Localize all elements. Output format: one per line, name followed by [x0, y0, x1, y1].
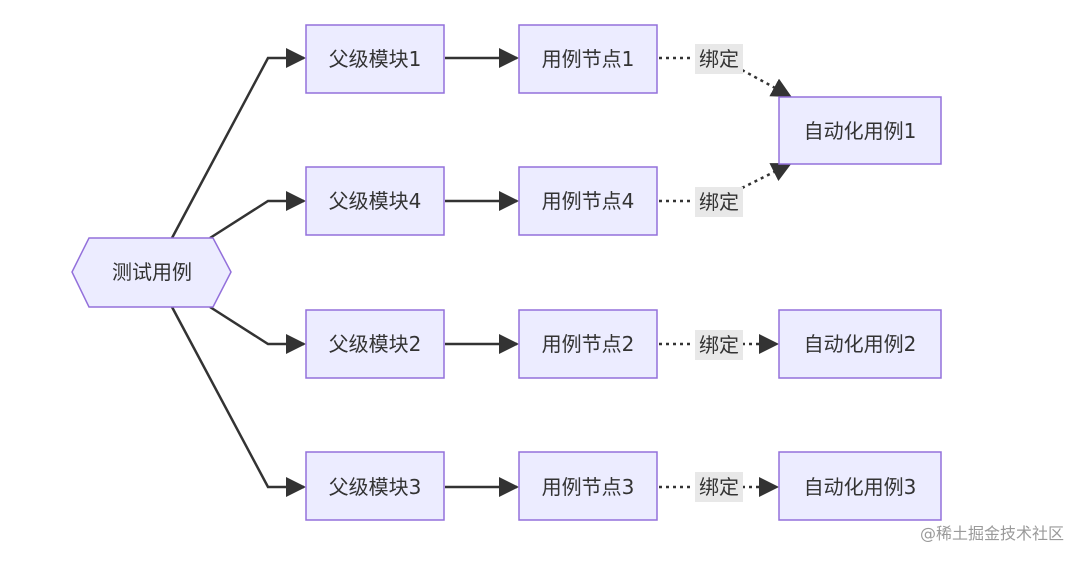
edge-label-bind-2: 绑定: [695, 330, 743, 360]
root-label: 测试用例: [112, 260, 192, 284]
module-label-2: 父级模块2: [329, 332, 422, 356]
dotted-edge-bind1-case1: [741, 68, 792, 98]
auto-case-node-2: 自动化用例2: [778, 309, 942, 379]
dotted-edge-bind4-case1: [741, 162, 792, 190]
case-node-3: 用例节点3: [518, 451, 658, 521]
auto-case-label-3: 自动化用例3: [804, 475, 917, 499]
module-label-1: 父级模块1: [329, 47, 422, 71]
bind-label-3: 绑定: [699, 475, 739, 499]
case-node-label-2: 用例节点2: [542, 332, 635, 356]
module-label-3: 父级模块3: [329, 475, 422, 499]
module-node-2: 父级模块2: [305, 309, 445, 379]
edge-root-module3: [170, 306, 306, 497]
case-node-label-1: 用例节点1: [542, 47, 635, 71]
module-node-3: 父级模块3: [305, 451, 445, 521]
bind-label-1: 绑定: [699, 47, 739, 71]
edge-label-bind-3: 绑定: [695, 472, 743, 502]
case-node-4: 用例节点4: [518, 166, 658, 236]
root-hexagon: [71, 237, 232, 308]
auto-case-node-1: 自动化用例1: [778, 96, 942, 165]
case-node-2: 用例节点2: [518, 309, 658, 379]
edge-root-module2: [209, 305, 306, 354]
root-node: 测试用例: [71, 237, 232, 308]
case-node-label-4: 用例节点4: [542, 189, 635, 213]
edge-root-module1: [170, 48, 306, 239]
edge-label-bind-4: 绑定: [695, 187, 743, 217]
module-node-1: 父级模块1: [305, 24, 445, 94]
bind-label-2: 绑定: [699, 333, 739, 357]
auto-case-label-1: 自动化用例1: [804, 119, 917, 143]
module-label-4: 父级模块4: [329, 189, 422, 213]
case-node-1: 用例节点1: [518, 24, 658, 94]
auto-case-label-2: 自动化用例2: [804, 332, 917, 356]
auto-case-node-3: 自动化用例3: [778, 451, 942, 521]
case-node-label-3: 用例节点3: [542, 475, 635, 499]
module-node-4: 父级模块4: [305, 166, 445, 236]
bind-label-4: 绑定: [699, 190, 739, 214]
watermark: @稀土掘金技术社区: [919, 524, 1064, 543]
edge-label-bind-1: 绑定: [695, 44, 743, 74]
edge-root-module4: [209, 191, 306, 240]
